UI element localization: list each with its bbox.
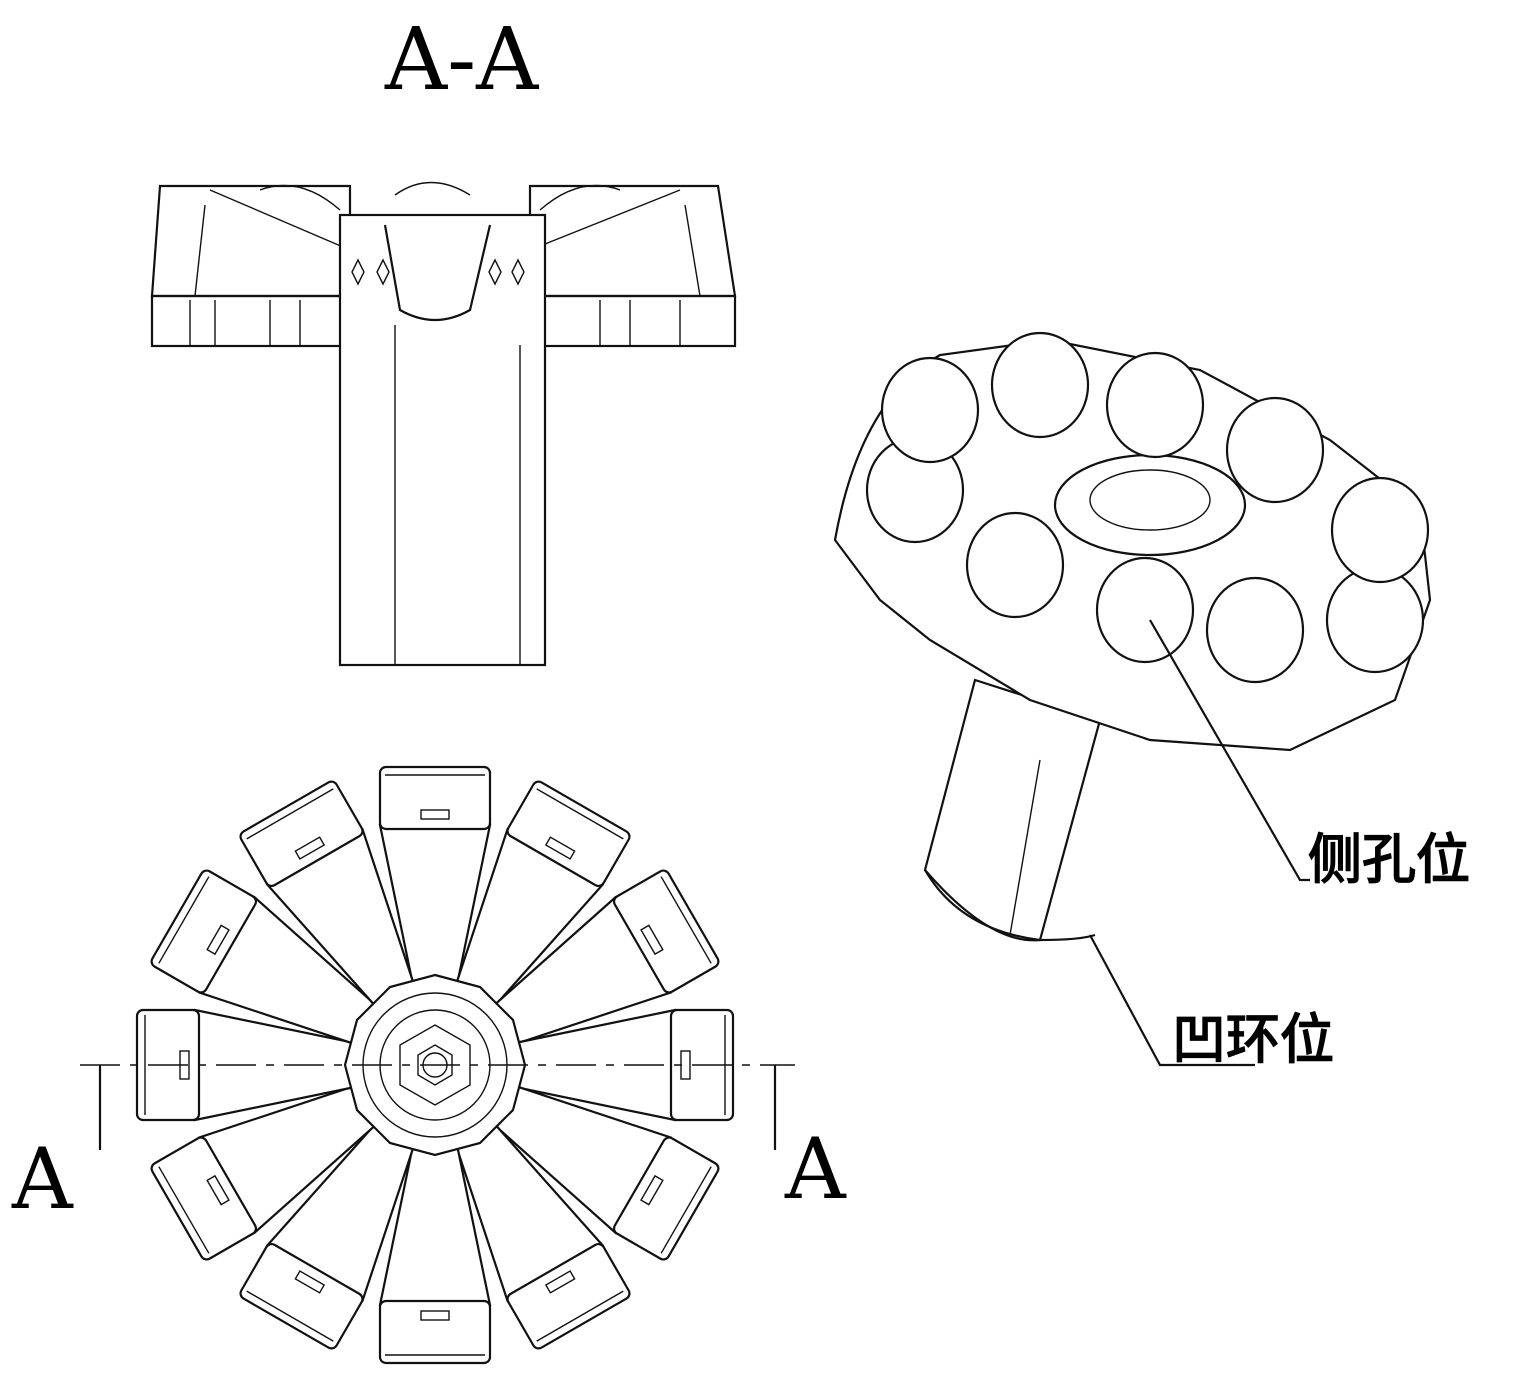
section-mark-left: A: [12, 1130, 73, 1228]
iso-cup: [1330, 476, 1430, 584]
central-tube: [338, 213, 547, 667]
cup-arm: [454, 1121, 631, 1350]
iso-cup: [880, 356, 980, 464]
iso-cup: [1095, 556, 1195, 664]
cup-arm: [378, 765, 492, 987]
flange-right: [528, 184, 737, 298]
iso-cup: [965, 511, 1065, 619]
iso-cup: [990, 331, 1090, 439]
top-view: [135, 765, 735, 1365]
cup-arm: [491, 1084, 720, 1261]
iso-cup: [1325, 566, 1425, 674]
cup-arm: [239, 1121, 416, 1350]
isometric-view: [833, 331, 1432, 1067]
tube-cup: [383, 224, 492, 321]
cup-arm: [454, 780, 631, 1009]
iso-cup: [1205, 576, 1305, 684]
iso-cup: [1225, 396, 1325, 504]
section-cut-line: [80, 1064, 795, 1150]
iso-cup: [1105, 351, 1205, 459]
callout-side-hole: 侧孔位: [1308, 828, 1470, 891]
section-view: [150, 181, 737, 667]
callout-recessed-ring: 凹环位: [1172, 1008, 1334, 1071]
leader-recessed-ring: [1089, 934, 1255, 1067]
leader-side-hole: [1149, 619, 1310, 882]
flange-left: [150, 184, 352, 298]
section-title: A-A: [385, 10, 539, 110]
section-mark-right: A: [785, 1120, 846, 1218]
